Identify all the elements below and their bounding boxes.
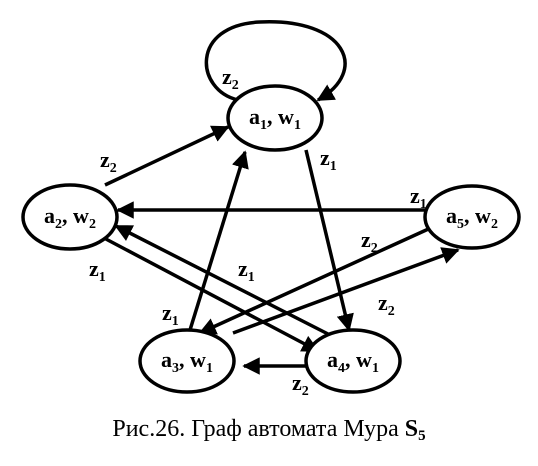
state-label: a1, w1 xyxy=(249,104,301,133)
state-ellipse xyxy=(304,328,402,394)
state-node-s5: a5, w2 xyxy=(423,184,521,250)
state-ellipse xyxy=(21,183,119,251)
edge-s2-to-s1-label: z2 xyxy=(100,147,117,176)
edge-s2-to-s1-arrow xyxy=(104,125,230,187)
state-label: a2, w2 xyxy=(44,203,96,232)
edge-s2-to-s4-label: z1 xyxy=(89,256,106,285)
edge-s1-to-s4-arrow xyxy=(304,149,354,332)
edge-s4-to-s2-label: z1 xyxy=(238,256,255,285)
state-ellipse xyxy=(423,184,521,250)
edge-s5-to-s3-label: z2 xyxy=(361,227,378,256)
state-ellipse xyxy=(226,84,324,152)
figure-caption: Рис.26. Граф автомата Мура S5 xyxy=(0,416,538,445)
state-label: a5, w2 xyxy=(446,203,498,232)
edge-s3-to-s5-label: z2 xyxy=(378,290,395,319)
state-node-s4: a4, w1 xyxy=(304,328,402,394)
state-label: a4, w1 xyxy=(327,347,379,376)
edge-s1-to-s4-label: z1 xyxy=(320,145,337,174)
caption-automaton-symbol: S xyxy=(404,416,419,442)
edge-s5-to-s3-arrow xyxy=(198,224,436,335)
edge-s1-to-s1-label: z2 xyxy=(222,64,239,93)
caption-text: Рис.26. Граф автомата Мура xyxy=(112,416,405,442)
edge-s4-to-s2-arrow xyxy=(114,224,331,337)
moore-automaton-graph: a1, w1 a2, w2 a3, w1 a4, w1 a5, w2 z2 z1 z2 z1 z… xyxy=(21,20,521,399)
caption-automaton-index: 5 xyxy=(418,428,426,444)
state-ellipse xyxy=(138,328,236,394)
state-node-s3: a3, w1 xyxy=(138,328,236,394)
state-node-s2: a2, w2 xyxy=(21,183,119,251)
edge-s3-to-s1-arrow xyxy=(188,150,249,331)
edge-s3-to-s5-arrow xyxy=(232,247,460,335)
edge-s3-to-s1-label: z1 xyxy=(162,300,179,329)
edge-s2-to-s4-arrow xyxy=(103,236,320,353)
state-node-s1: a1, w1 xyxy=(226,84,324,152)
state-label: a3, w1 xyxy=(161,347,213,376)
edge-s5-to-s2-label: z1 xyxy=(410,183,427,212)
edge-s4-to-s3-label: z2 xyxy=(292,370,309,399)
edge-s1-to-s1-arrow xyxy=(204,20,347,102)
